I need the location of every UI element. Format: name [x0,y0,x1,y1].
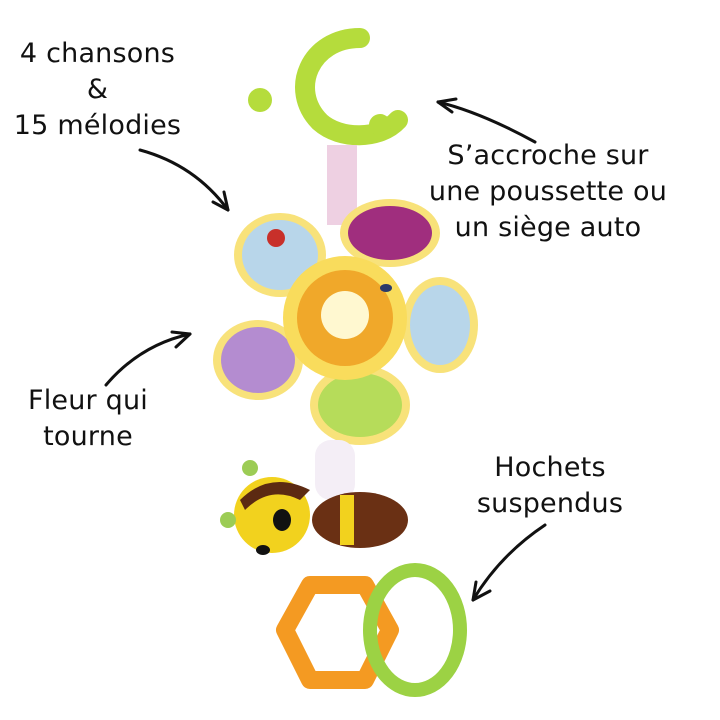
songs-line1: 4 chansons [19,38,176,69]
arrow-hook [436,97,537,144]
songs-line3: 15 mélodies [13,110,182,141]
arrow-rattles [471,523,547,602]
hook-line1: S’accroche sur [447,140,649,171]
rattles-line2: suspendus [476,488,624,519]
hook-line3: un siège auto [454,212,642,243]
rattle-rings-icon [276,563,467,697]
arrow-songs [138,148,230,212]
flower-line2: tourne [43,421,133,452]
hook-line2: une poussette ou [428,176,668,207]
bee-icon [220,460,408,555]
flower-annotation: Fleur qui tourne [18,383,158,455]
rattles-line1: Hochets [494,452,606,483]
rattles-annotation: Hochets suspendus [470,450,630,522]
songs-line2: & [86,74,109,105]
arrow-flower [104,330,192,387]
flower-line1: Fleur qui [28,385,148,416]
clip-ring-icon [248,28,408,146]
plush-link [315,440,355,500]
hook-annotation: S’accroche sur une poussette ou un siège… [418,138,678,246]
flower-icon [213,199,478,445]
songs-annotation: 4 chansons & 15 mélodies [10,36,185,144]
